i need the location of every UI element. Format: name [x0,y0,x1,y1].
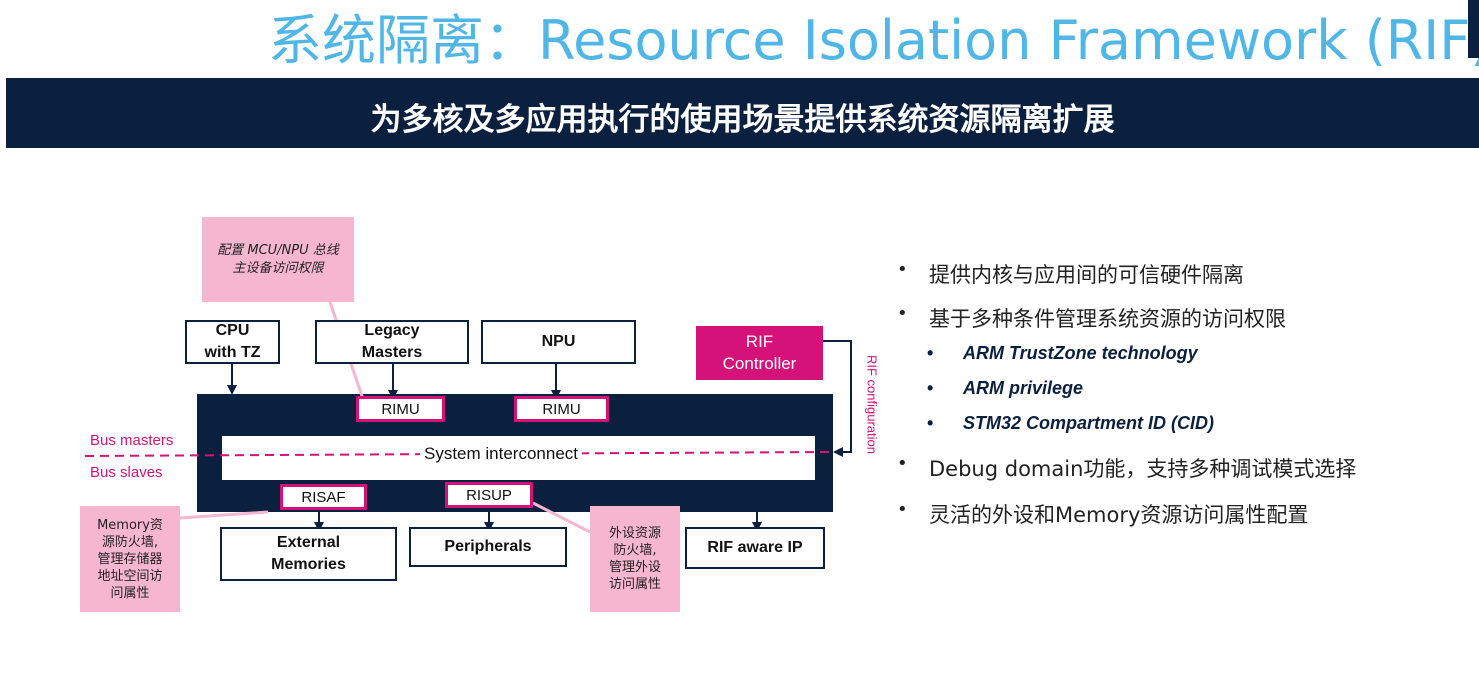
banner-text: 为多核及多应用执行的使用场景提供系统资源隔离扩展 [370,102,1115,138]
rif-controller-line1: RIF [745,332,774,351]
npu-label: NPU [541,333,576,350]
bus-divider-line [84,451,831,457]
sub-bullet-text: STM32 Compartment ID (CID) [963,413,1215,433]
annotation-memory-firewall: Memory资 源防火墙, 管理存储器 地址空间访 问属性 [80,506,180,612]
cpu-line1: CPU [215,322,250,339]
rif-config-arrow [823,340,852,457]
bullet-dot: • [897,303,908,324]
external-line2: Memories [271,556,346,573]
sub-bullet-dot: • [927,413,934,433]
rif-aware-ip-box: RIF aware IP [685,527,825,569]
sub-bullet-text: ARM privilege [963,378,1084,398]
rif-controller-box: RIF Controller [696,326,823,380]
slide-title: 系统隔离：Resource Isolation Framework (RIF) [268,9,1479,72]
legacy-line2: Masters [361,344,423,361]
risaf-tag: RISAF [280,484,367,510]
bullet-text: 灵活的外设和Memory资源访问属性配置 [929,503,1309,527]
rif-aware-label: RIF aware IP [707,539,803,556]
annotation-mcu-line2: 主设备访问权限 [232,260,324,276]
external-line1: External [276,534,341,551]
annotation-memory-line1: Memory资 [97,517,163,533]
system-interconnect-label: System interconnect [420,444,583,464]
callout-line-memory [179,510,269,520]
annotation-peripheral-firewall: 外设资源 防火墙, 管理外设 访问属性 [590,506,680,612]
legacy-line1: Legacy [364,322,420,339]
annotation-peripheral-line1: 外设资源 [608,526,661,541]
rimu-left-tag: RIMU [356,396,445,422]
bullet-text: 基于多种条件管理系统资源的访问权限 [929,307,1286,331]
sub-bullet-text: ARM TrustZone technology [963,343,1198,363]
annotation-peripheral-line3: 管理外设 [608,560,661,575]
external-memories-box: External Memories [220,527,397,581]
annotation-peripheral-line2: 防火墙, [613,543,657,558]
peripherals-box: Peripherals [409,527,567,567]
annotation-memory-line4: 地址空间访 [97,568,163,584]
annotation-memory-line5: 问属性 [110,585,150,601]
risup-tag: RISUP [445,482,533,508]
cpu-line2: with TZ [204,344,261,361]
bullet-text: 提供内核与应用间的可信硬件隔离 [929,263,1244,287]
bus-masters-label: Bus masters [90,432,174,449]
annotation-memory-line3: 管理存储器 [97,551,163,567]
rimu-right-tag: RIMU [514,396,609,422]
bus-slaves-label: Bus slaves [90,464,163,481]
annotation-memory-line2: 源防火墙, [101,534,159,550]
bullet-dot: • [897,453,908,474]
peripherals-label: Peripherals [444,538,532,555]
npu-box: NPU [481,320,636,364]
sub-bullet-dot: • [927,343,934,363]
bullet-dot: • [897,499,908,520]
cpu-box: CPU with TZ [185,320,280,364]
legacy-masters-box: Legacy Masters [315,320,469,364]
callout-line-peripheral [532,501,591,534]
bullet-dot: • [897,259,908,280]
rif-configuration-text: RIF configuration [864,355,880,454]
rif-configuration-label: RIF configuration [863,350,881,460]
annotation-mcu-line1: 配置 MCU/NPU 总线 [217,242,339,258]
annotation-mcu-npu-access: 配置 MCU/NPU 总线 主设备访问权限 [202,217,354,302]
banner: 为多核及多应用执行的使用场景提供系统资源隔离扩展 [6,78,1479,148]
annotation-peripheral-line4: 访问属性 [608,577,661,592]
bullet-text: Debug domain功能，支持多种调试模式选择 [929,457,1357,481]
sub-bullet-dot: • [927,378,934,398]
title-edge-tab [1468,0,1479,58]
rif-controller-line2: Controller [722,354,797,373]
